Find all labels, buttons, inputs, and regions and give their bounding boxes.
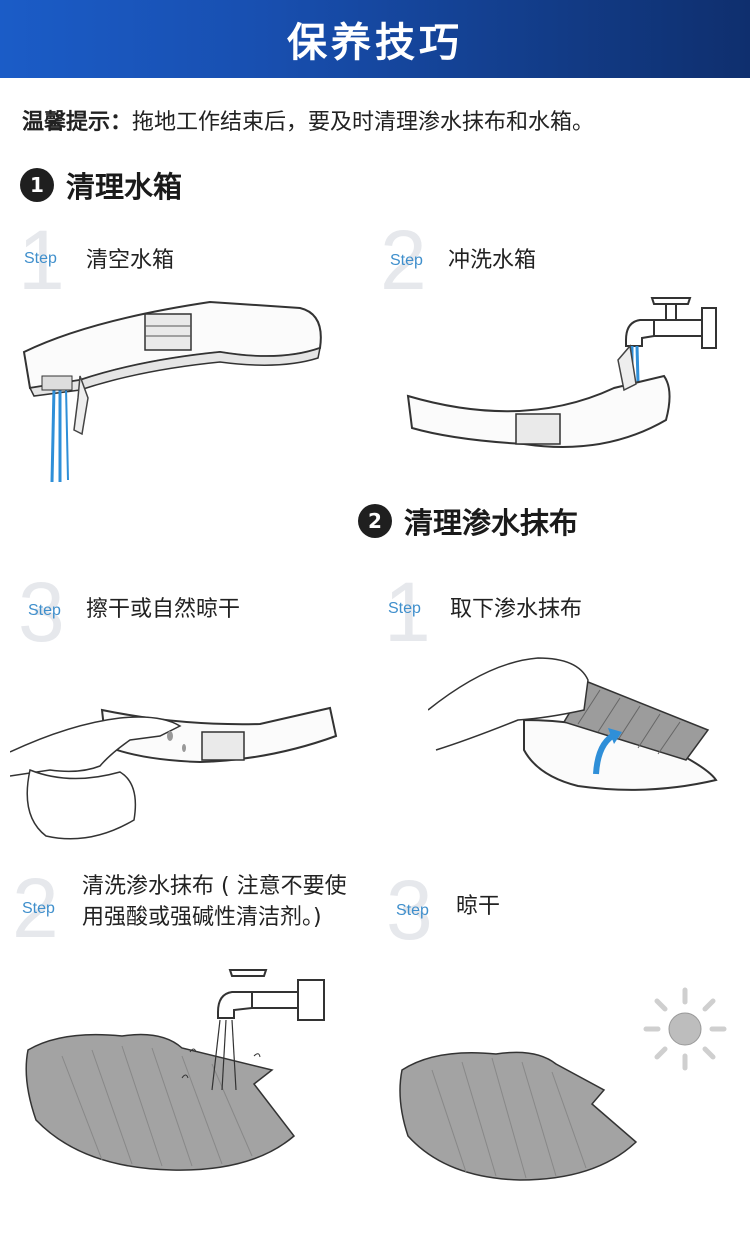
step-text: 晾干 [456, 894, 501, 919]
number-circle-icon: 2 [358, 504, 392, 538]
tip-label: 温馨提示： [22, 110, 133, 135]
faucet-icon [406, 297, 717, 448]
step-number: 3 [18, 565, 65, 659]
tip-text: 拖地工作结束后，要及时清理渗水抹布和水箱。 [132, 110, 595, 135]
section-heading-mop-pad: 2 清理渗水抹布 [358, 500, 578, 542]
step-text: 清洗渗水抹布 ( 注意不要使用强酸或强碱性清洁剂。) [82, 874, 347, 930]
wash-mop-pad-icon [25, 969, 325, 1171]
step-number: 1 [18, 213, 65, 307]
page-title: 保养技巧 [287, 20, 463, 66]
step-label: Step [24, 250, 57, 267]
step-number: 2 [380, 213, 427, 307]
number-circle-icon: 1 [20, 168, 54, 202]
step-label: Step [390, 252, 423, 269]
step-text: 清空水箱 [86, 248, 175, 273]
step-label: Step [388, 600, 421, 617]
mop-pad-removal-icon [428, 657, 718, 791]
step-label: Step [22, 900, 55, 917]
section-title: 清理渗水抹布 [404, 506, 579, 540]
hand-wiping-icon [10, 706, 338, 840]
sun-icon [643, 987, 727, 1071]
step-number: 3 [386, 863, 433, 957]
water-tank-icon [22, 300, 322, 483]
step-text: 取下渗水抹布 [450, 597, 583, 622]
step-label: Step [396, 902, 429, 919]
step-text: 冲洗水箱 [448, 248, 537, 273]
step-number: 1 [384, 565, 431, 659]
tip-line: 温馨提示：拖地工作结束后，要及时清理渗水抹布和水箱。 [22, 104, 594, 136]
mop-pad-icon [399, 1051, 638, 1181]
section-title: 清理水箱 [66, 170, 183, 204]
header-banner: 保养技巧 [0, 0, 750, 78]
step-label: Step [28, 602, 61, 619]
step-text: 擦干或自然晾干 [86, 597, 241, 622]
section-heading-water-tank: 1 清理水箱 [20, 164, 182, 206]
step-number: 2 [12, 861, 59, 955]
